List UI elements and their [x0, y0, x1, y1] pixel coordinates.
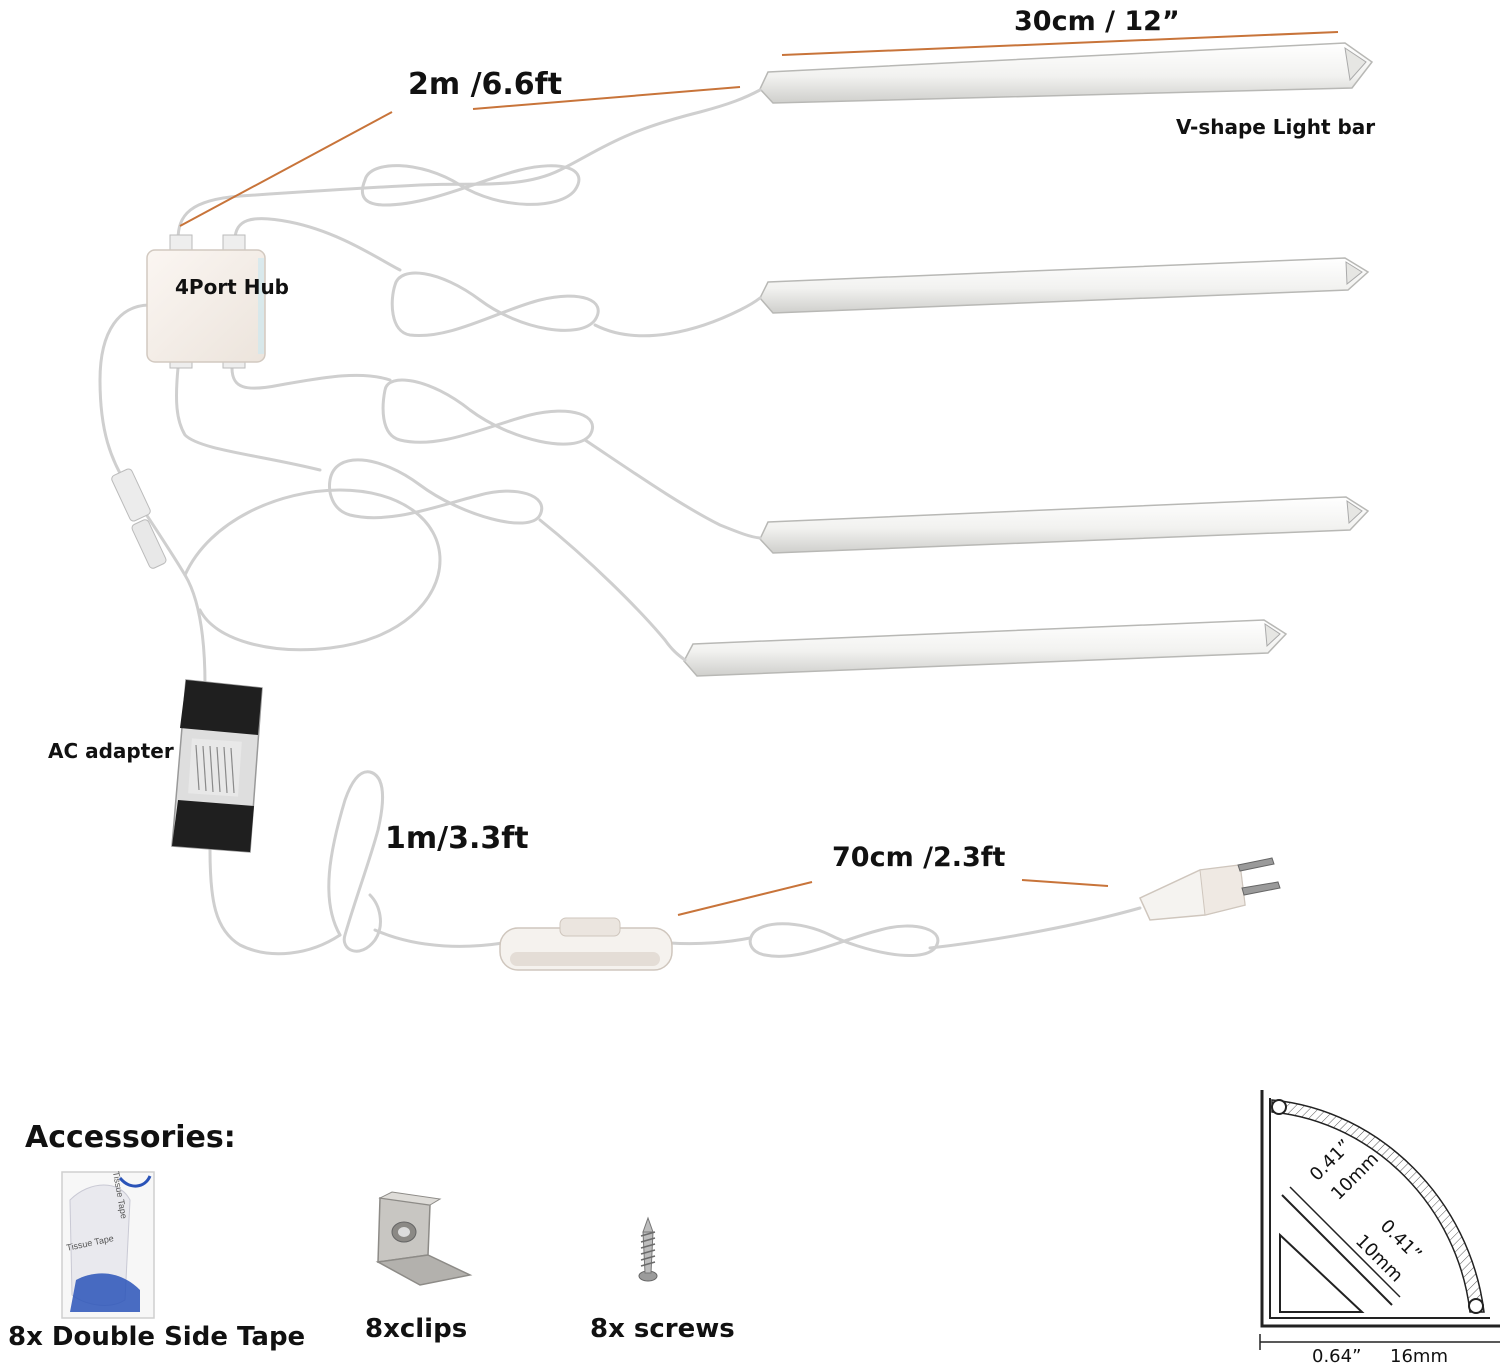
accessories-title: Accessories: — [25, 1120, 236, 1155]
light-bar-4 — [683, 619, 1288, 677]
plug-cable-length-label: 70cm /2.3ft — [832, 842, 1006, 873]
ac-adapter — [171, 679, 263, 853]
screws-caption: 8x screws — [590, 1314, 735, 1344]
light-bar-2 — [759, 257, 1370, 314]
hub-cable-length-label: 2m /6.6ft — [408, 67, 563, 102]
inline-switch — [499, 917, 673, 971]
adapter-cable-length-label: 1m/3.3ft — [385, 821, 529, 856]
light-bar-label: V-shape Light bar — [1176, 115, 1376, 139]
light-bar-3 — [759, 496, 1370, 554]
profile-cross-section — [1259, 1090, 1500, 1350]
tape-caption: 8x Double Side Tape — [8, 1322, 306, 1352]
profile-width-inches: 0.64” — [1312, 1346, 1362, 1367]
clips-caption: 8xclips — [365, 1314, 468, 1344]
bar-length-label: 30cm / 12” — [1014, 6, 1180, 37]
mounting-clip — [375, 1191, 473, 1286]
profile-width-mm: 16mm — [1390, 1346, 1448, 1367]
adapter-label: AC adapter — [48, 739, 174, 763]
4port-hub — [146, 234, 266, 369]
hub-label: 4Port Hub — [175, 275, 289, 299]
inline-connector — [111, 468, 167, 569]
tape-sheet — [61, 1171, 155, 1319]
screw — [638, 1216, 658, 1282]
dimension-lines — [179, 31, 1339, 916]
power-plug — [1139, 857, 1281, 921]
